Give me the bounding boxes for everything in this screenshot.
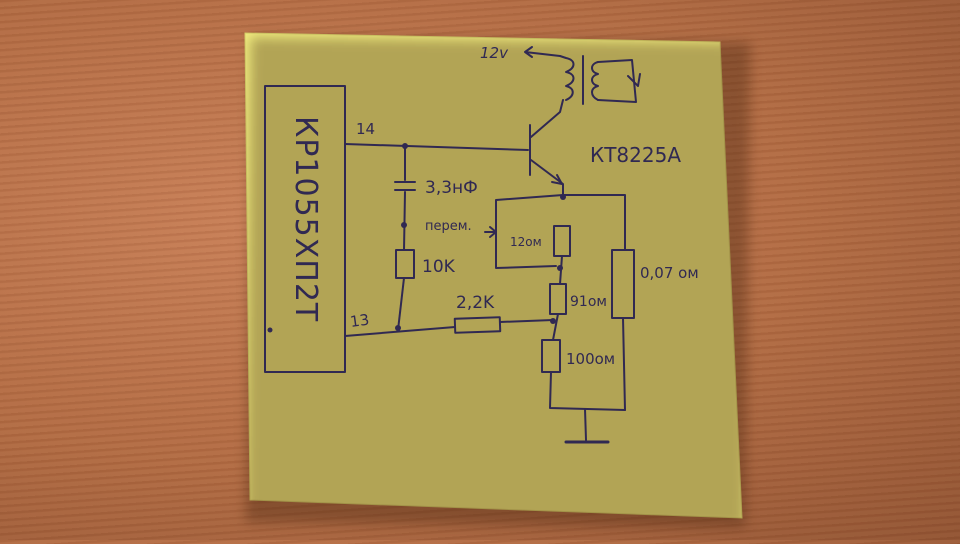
- r-10k-label: 10K: [422, 257, 456, 277]
- r-91-label: 91ом: [570, 294, 607, 310]
- junction-dot: [557, 265, 563, 271]
- wire-cap-bottom: [403, 191, 406, 251]
- transformer-output-arrow: [627, 73, 641, 87]
- transistor-emitter-arrow: [551, 174, 563, 185]
- junction-dot: [267, 327, 273, 333]
- r-12-label: 12ом: [510, 235, 542, 249]
- transformer-primary: [559, 55, 575, 101]
- r-2k2-label: 2,2K: [456, 293, 495, 313]
- wire-10k-bottom: [397, 277, 405, 331]
- wire-ground: [584, 408, 587, 441]
- junction-dot: [401, 222, 407, 228]
- r-100-label: 100ом: [566, 350, 615, 368]
- junction-dot: [402, 143, 408, 149]
- transistor-collector: [530, 99, 564, 138]
- wire-emitter-node: [562, 194, 626, 251]
- wire-2k2-out: [499, 319, 554, 323]
- variable-label: перем.: [425, 219, 472, 234]
- supply-label: 12v: [480, 44, 509, 62]
- note-shadow: [245, 37, 751, 528]
- junction-dot: [395, 325, 401, 331]
- ic-body: [264, 85, 346, 373]
- transformer-secondary: [591, 61, 599, 101]
- resistor-2k2: [453, 316, 502, 334]
- r-shunt-label: 0,07 ом: [640, 264, 699, 282]
- pin14-label: 14: [356, 120, 375, 138]
- junction-dot: [550, 318, 556, 324]
- junction-dot: [560, 194, 566, 200]
- wire-shunt-bottom: [622, 317, 626, 411]
- wire-pin14: [344, 143, 529, 151]
- capacitor-label: 3,3нФ: [425, 178, 478, 198]
- wire-pin13: [344, 326, 456, 337]
- transistor-label: КТ8225А: [590, 143, 681, 167]
- ic-label: КР1055ХП2Т: [288, 116, 323, 322]
- supply-arrow: [524, 46, 561, 58]
- wire-100-bottom: [549, 371, 626, 411]
- wire-12-left: [495, 194, 564, 269]
- sticky-note: [244, 32, 743, 519]
- pin13-label: 13: [349, 311, 370, 331]
- wire-91-100: [552, 313, 559, 341]
- variable-arrow: [484, 226, 497, 238]
